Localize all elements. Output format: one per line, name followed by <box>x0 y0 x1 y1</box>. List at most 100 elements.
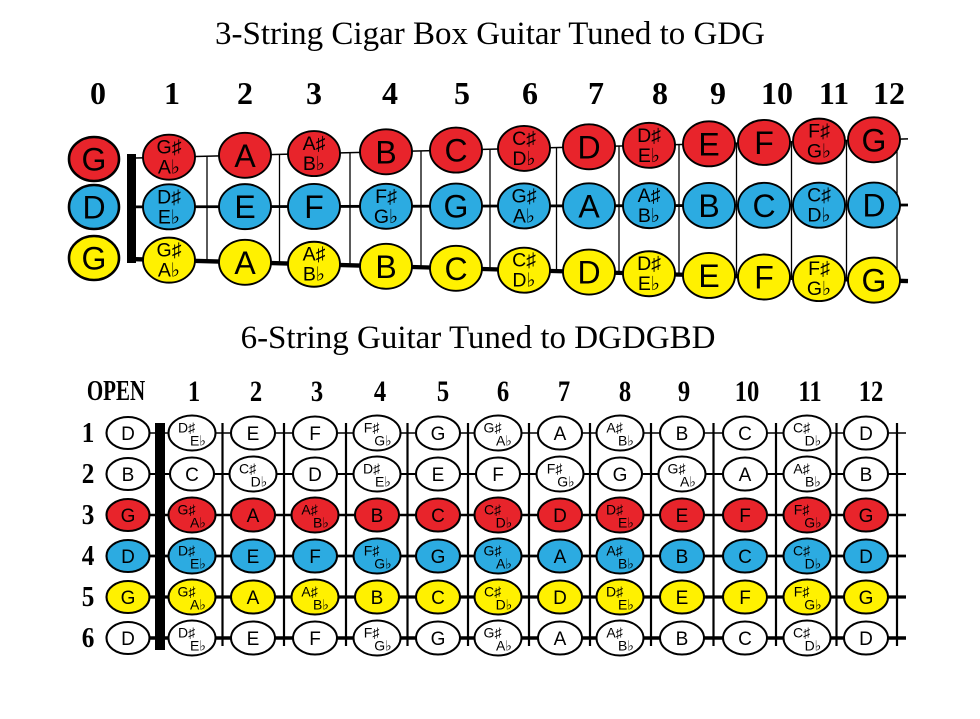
note-label-sharp: C♯ <box>807 185 831 207</box>
note-label: E <box>247 424 260 445</box>
fret-number-label: 4 <box>382 75 398 111</box>
note-label-flat: E♭ <box>190 638 206 654</box>
note-circle <box>562 123 616 171</box>
note-label-sharp: C♯ <box>512 250 536 272</box>
note-label: E <box>676 588 689 609</box>
note-circle <box>218 238 272 286</box>
open-note-label: G <box>121 506 136 527</box>
bottom-chart-title: 6-String Guitar Tuned to DGDGBD <box>240 320 716 356</box>
note-label-flat: E♭ <box>158 206 180 228</box>
fret-number-label: 8 <box>652 75 668 111</box>
note-label-sharp: C♯ <box>793 625 811 641</box>
note-label-sharp: F♯ <box>364 543 381 559</box>
note-label: C <box>738 424 752 445</box>
note-label-sharp: G♯ <box>668 461 687 477</box>
fret-number-label: 1 <box>164 75 180 111</box>
note-label: A <box>578 188 600 224</box>
note-label-sharp: D♯ <box>637 125 661 147</box>
note-circle <box>792 181 846 229</box>
string-number-label: 4 <box>82 540 95 572</box>
note-label-sharp: C♯ <box>484 502 502 518</box>
note-label: A <box>739 465 752 486</box>
note-circle <box>218 131 272 179</box>
note-label: A <box>554 424 567 445</box>
open-note-circle <box>105 415 151 451</box>
note-label-sharp: D♯ <box>606 584 624 600</box>
note-circle <box>230 415 276 451</box>
note-label-sharp: G♯ <box>484 420 503 436</box>
note-circle <box>415 579 461 615</box>
note-label-sharp: A♯ <box>303 133 326 155</box>
note-label: F <box>492 465 504 486</box>
note-label-flat: E♭ <box>638 273 660 295</box>
note-label: B <box>860 465 873 486</box>
note-circle <box>562 182 616 230</box>
note-circle <box>292 538 338 574</box>
note-label-flat: A♭ <box>190 597 206 613</box>
note-circle <box>843 579 889 615</box>
note-circle <box>352 537 402 575</box>
note-label-flat: G♭ <box>374 556 392 572</box>
note-label: B <box>375 249 396 285</box>
fret-number-label: 6 <box>522 75 538 111</box>
note-label-flat: B♭ <box>805 474 821 490</box>
open-note-circle <box>67 135 121 183</box>
note-label-sharp: D♯ <box>363 461 381 477</box>
fret-number-label: 2 <box>237 75 253 111</box>
note-circle <box>473 619 523 657</box>
note-label: C <box>444 133 467 169</box>
note-label: C <box>431 506 445 527</box>
note-label: E <box>247 547 260 568</box>
note-circle <box>169 456 215 492</box>
note-label-flat: A♭ <box>496 556 512 572</box>
note-label-flat: D♭ <box>496 597 513 613</box>
note-label: F <box>754 260 774 296</box>
note-label: D <box>859 629 873 650</box>
note-label-flat: G♭ <box>804 515 822 531</box>
note-circle <box>782 537 832 575</box>
note-circle <box>843 456 889 492</box>
note-label: D <box>553 506 567 527</box>
string-number-label: 3 <box>82 499 95 531</box>
note-label: A <box>554 629 567 650</box>
nut <box>127 154 136 263</box>
note-circle <box>415 620 461 656</box>
note-label-flat: G♭ <box>374 638 392 654</box>
note-label-sharp: D♯ <box>178 420 196 436</box>
note-label: B <box>676 629 689 650</box>
note-label-sharp: G♯ <box>484 543 503 559</box>
note-circle <box>415 456 461 492</box>
open-note-circle <box>105 456 151 492</box>
note-circle <box>287 130 341 178</box>
note-circle <box>722 456 768 492</box>
note-label: F <box>739 506 751 527</box>
note-label: D <box>859 547 873 568</box>
note-label-flat: D♭ <box>251 474 268 490</box>
note-label: A <box>247 506 260 527</box>
note-circle <box>782 414 832 452</box>
note-label-flat: B♭ <box>303 264 325 286</box>
note-label: G <box>859 588 874 609</box>
note-circle <box>659 620 705 656</box>
note-label: C <box>752 188 775 224</box>
note-label-sharp: A♯ <box>638 185 661 207</box>
note-circle <box>415 415 461 451</box>
note-label-sharp: A♯ <box>301 584 318 600</box>
note-label-flat: B♭ <box>313 515 329 531</box>
note-label: C <box>738 547 752 568</box>
fret-number-label: 11 <box>798 375 821 408</box>
note-circle <box>290 578 340 616</box>
note-circle <box>722 579 768 615</box>
string-number-label: 1 <box>82 417 95 449</box>
note-circle <box>682 120 736 168</box>
note-label-flat: A♭ <box>158 157 180 179</box>
note-label: A <box>234 245 256 281</box>
fret-number-label: 1 <box>188 375 200 408</box>
note-label: G <box>862 122 887 158</box>
note-label-sharp: C♯ <box>512 128 536 150</box>
note-circle <box>722 497 768 533</box>
open-note-label: B <box>122 465 135 486</box>
note-label-flat: E♭ <box>618 515 634 531</box>
